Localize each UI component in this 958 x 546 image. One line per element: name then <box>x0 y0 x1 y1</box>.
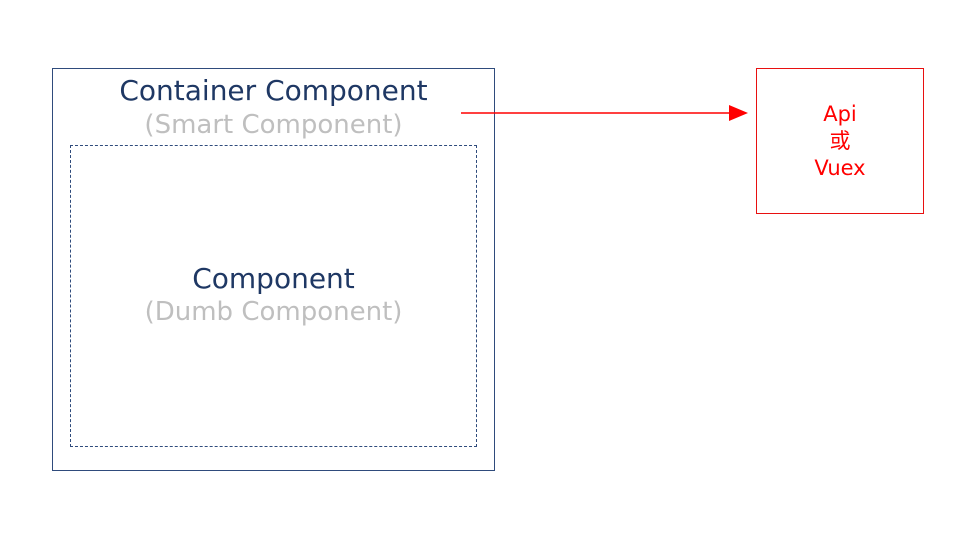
target-label-or: 或 <box>829 128 851 153</box>
target-label-vuex: Vuex <box>814 155 866 180</box>
container-component-box <box>52 68 495 471</box>
target-label-api: Api <box>823 101 857 126</box>
container-component-subtitle: (Smart Component) <box>144 110 403 140</box>
api-vuex-box: Api 或 Vuex <box>756 68 924 214</box>
dumb-component-subtitle: (Dumb Component) <box>144 297 403 327</box>
dumb-component-box <box>70 145 477 447</box>
container-component-title: Container Component <box>119 74 428 107</box>
arrow-head <box>729 105 748 121</box>
dumb-component-title: Component <box>192 262 355 295</box>
